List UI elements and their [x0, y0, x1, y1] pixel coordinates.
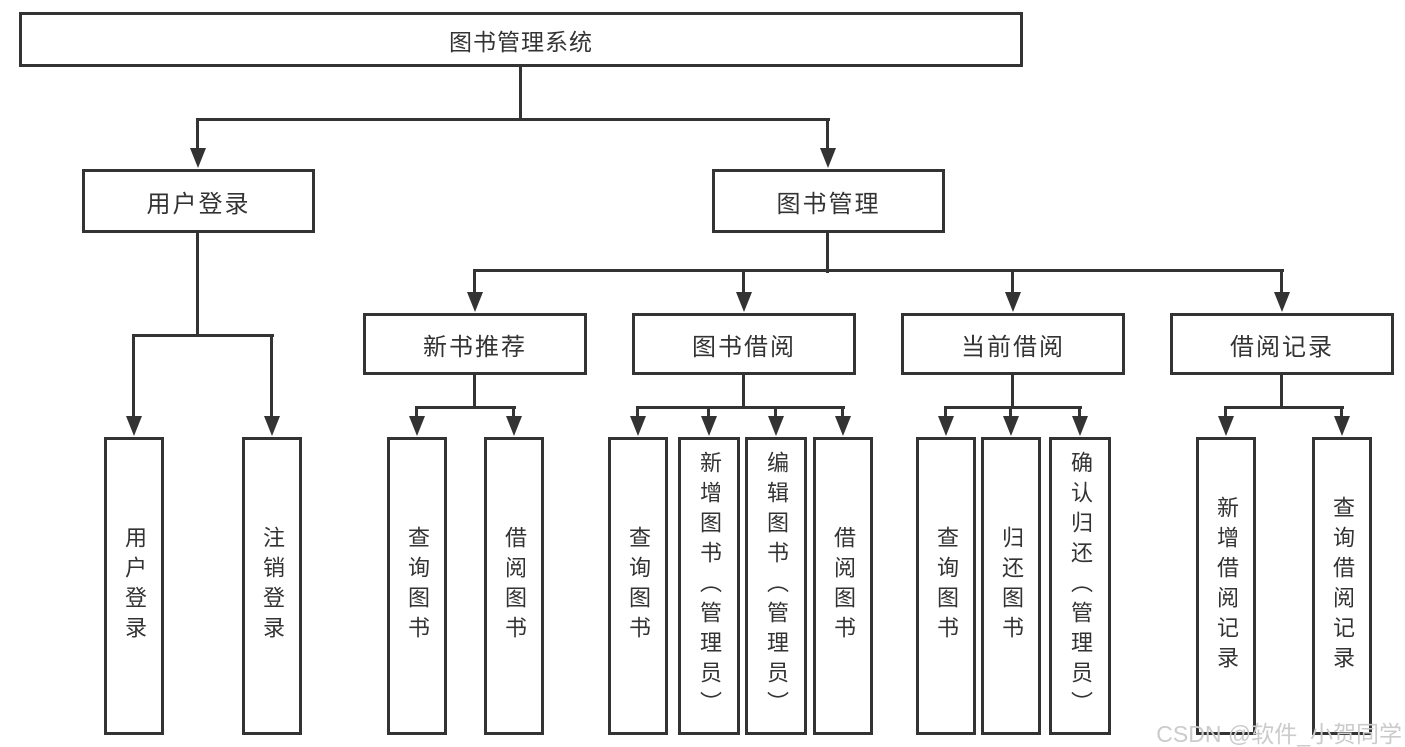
connector-drop — [132, 334, 135, 418]
arrow-down-icon — [701, 416, 717, 436]
csdn-watermark: CSDN @软件_小贺同学 — [1156, 721, 1402, 747]
node-borrowing-records: 借阅记录 — [1170, 313, 1394, 375]
arrow-down-icon — [736, 292, 752, 312]
node-book-management-system: 图书管理系统 — [19, 12, 1023, 67]
leaf-edit-book-admin: 编辑图书（管理员） — [745, 437, 807, 735]
connector-rail-user-login — [132, 334, 274, 337]
leaf-logout-login: 注销登录 — [242, 437, 302, 735]
node-user-login: 用户登录 — [82, 169, 315, 233]
node-book-management: 图书管理 — [712, 169, 945, 233]
connector-stem-book-borrowing — [742, 375, 745, 408]
arrow-down-icon — [768, 416, 784, 436]
leaf-borrow-books-recommend: 借阅图书 — [484, 437, 544, 735]
arrow-down-icon — [190, 148, 206, 168]
arrow-down-icon — [630, 416, 646, 436]
connector-rail-book-management — [473, 269, 1284, 272]
connector-drop — [512, 406, 515, 420]
arrow-down-icon — [126, 416, 142, 436]
arrow-down-icon — [820, 148, 836, 168]
connector-drop — [1009, 406, 1012, 420]
leaf-add-borrow-record: 新增借阅记录 — [1196, 437, 1256, 735]
arrow-down-icon — [938, 416, 954, 436]
arrow-down-icon — [1274, 292, 1290, 312]
arrow-down-icon — [467, 292, 483, 312]
leaf-confirm-return-admin: 确认归还（管理员） — [1049, 437, 1111, 735]
connector-rail-book-borrowing — [636, 406, 845, 409]
node-current-borrowing: 当前借阅 — [901, 313, 1125, 375]
connector-stem-root — [519, 67, 522, 121]
connector-drop — [1280, 269, 1283, 296]
connector-drop — [707, 406, 710, 420]
connector-drop — [774, 406, 777, 420]
connector-drop — [636, 406, 639, 420]
arrow-down-icon — [835, 416, 851, 436]
connector-rail-current-borrowing — [944, 406, 1082, 409]
node-book-borrowing: 图书借阅 — [632, 313, 856, 375]
arrow-down-icon — [506, 416, 522, 436]
connector-drop — [270, 334, 273, 418]
connector-drop — [1011, 269, 1014, 296]
connector-drop — [1340, 406, 1343, 420]
connector-stem-current-borrowing — [1011, 375, 1014, 408]
arrow-down-icon — [1003, 416, 1019, 436]
connector-stem-borrowing-records — [1280, 375, 1283, 408]
leaf-query-books-borrowing: 查询图书 — [608, 437, 668, 735]
leaf-query-books-recommend: 查询图书 — [387, 437, 447, 735]
connector-drop — [1224, 406, 1227, 420]
leaf-query-books-current: 查询图书 — [916, 437, 976, 735]
connector-stem-new-book — [473, 375, 476, 408]
connector-drop — [1078, 406, 1081, 420]
arrow-down-icon — [1072, 416, 1088, 436]
connector-drop — [944, 406, 947, 420]
connector-drop — [415, 406, 418, 420]
leaf-return-books: 归还图书 — [981, 437, 1041, 735]
arrow-down-icon — [1218, 416, 1234, 436]
arrow-down-icon — [1334, 416, 1350, 436]
connector-drop — [826, 118, 829, 152]
connector-drop — [473, 269, 476, 296]
connector-stem-user-login — [196, 233, 199, 336]
leaf-user-login: 用户登录 — [104, 437, 164, 735]
connector-rail-root — [196, 118, 830, 121]
connector-rail-borrowing-records — [1224, 406, 1344, 409]
connector-rail-new-book — [415, 406, 516, 409]
leaf-add-book-admin: 新增图书（管理员） — [678, 437, 740, 735]
connector-stem-book-management — [826, 233, 829, 273]
arrow-down-icon — [264, 416, 280, 436]
connector-drop — [196, 118, 199, 152]
arrow-down-icon — [409, 416, 425, 436]
connector-drop — [841, 406, 844, 420]
connector-drop — [742, 269, 745, 296]
leaf-borrow-books-borrowing: 借阅图书 — [813, 437, 873, 735]
node-new-book-recommend: 新书推荐 — [363, 313, 587, 375]
arrow-down-icon — [1005, 292, 1021, 312]
leaf-query-borrow-record: 查询借阅记录 — [1312, 437, 1372, 735]
